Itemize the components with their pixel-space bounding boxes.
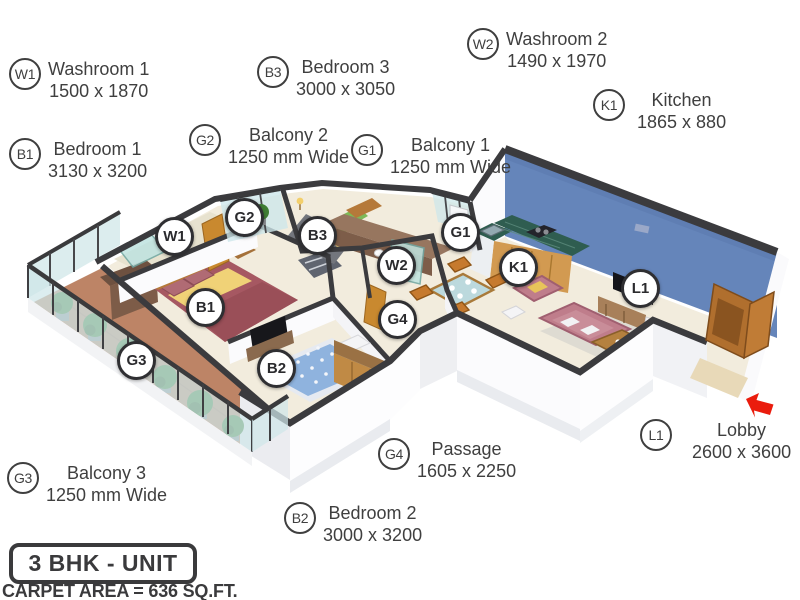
room-name: Balcony 3: [66, 463, 147, 483]
room-dimensions: 1250 mm Wide: [46, 485, 168, 505]
plan-marker-g1: G1: [441, 213, 480, 252]
side-table: [501, 305, 526, 320]
room-name: Kitchen: [651, 90, 712, 110]
entrance-arrow: [746, 393, 774, 418]
tv-screen: [250, 316, 288, 351]
door-leaf-open: [743, 290, 775, 360]
room-code-badge: K1: [593, 89, 625, 121]
room-dimensions: 1865 x 880: [637, 112, 727, 132]
room-dimensions: 3130 x 3200: [48, 161, 148, 181]
room-code-badge: G1: [351, 134, 383, 166]
room-name: Balcony 2: [248, 125, 329, 145]
entrance-door: [690, 282, 775, 398]
room-code-badge: G3: [7, 462, 39, 494]
balcony3-glass-nw: [27, 210, 121, 298]
room-code-badge: W1: [9, 58, 41, 90]
blue-accent-wall: [503, 145, 779, 338]
dining-chair: [446, 256, 473, 273]
room-name: Washroom 1: [48, 59, 150, 79]
room-name: Washroom 2: [506, 29, 608, 49]
plan-marker-g2: G2: [225, 198, 264, 237]
room-name: Lobby: [717, 420, 767, 440]
plan-marker-g3: G3: [117, 341, 156, 380]
room-code-badge: G2: [189, 124, 221, 156]
room-code-badge: G4: [378, 438, 410, 470]
interior-walls: [94, 179, 483, 429]
unit-type-label: 3 BHK - UNIT: [28, 550, 178, 576]
room-dimensions: 3000 x 3050: [296, 79, 396, 99]
room-code-badge: B2: [284, 502, 316, 534]
outer-walls: [238, 252, 789, 493]
room-code-badge: L1: [640, 419, 672, 451]
room-name: Bedroom 2: [328, 503, 417, 523]
plan-marker-b2: B2: [257, 349, 296, 388]
plan-marker-k1: K1: [499, 248, 538, 287]
room-dimensions: 1250 mm Wide: [390, 157, 512, 177]
room-code-badge: B1: [9, 138, 41, 170]
kitchen-stove: [526, 225, 557, 238]
room-name: Bedroom 1: [53, 139, 142, 159]
b3-headboard: [346, 198, 382, 218]
plan-marker-w1: W1: [155, 217, 194, 256]
room-dimensions: 1500 x 1870: [49, 81, 149, 101]
plan-marker-l1: L1: [621, 269, 660, 308]
plan-marker-w2: W2: [377, 246, 416, 285]
room-dimensions: 1490 x 1970: [507, 51, 607, 71]
tv-console: [598, 296, 646, 331]
room-code-badge: B3: [257, 56, 289, 88]
room-name: Passage: [431, 439, 502, 459]
room-dimensions: 1605 x 2250: [417, 461, 517, 481]
room-dimensions: 3000 x 3200: [323, 525, 423, 545]
room-code-badge: W2: [467, 28, 499, 60]
room-name: Balcony 1: [410, 135, 491, 155]
room-dimensions: 2600 x 3600: [692, 442, 792, 462]
room-name: Bedroom 3: [301, 57, 390, 77]
plan-marker-g4: G4: [378, 300, 417, 339]
b2-tv-unit: [246, 316, 294, 362]
dining-chair: [408, 284, 435, 301]
room-dimensions: 1250 mm Wide: [228, 147, 350, 167]
carpet-area-label: CARPET AREA = 636 SQ.FT.: [2, 581, 238, 600]
unit-type-badge: 3 BHK - UNIT: [9, 543, 197, 584]
plan-marker-b3: B3: [298, 216, 337, 255]
plan-marker-b1: B1: [186, 288, 225, 327]
kitchen-sink: [479, 224, 506, 237]
